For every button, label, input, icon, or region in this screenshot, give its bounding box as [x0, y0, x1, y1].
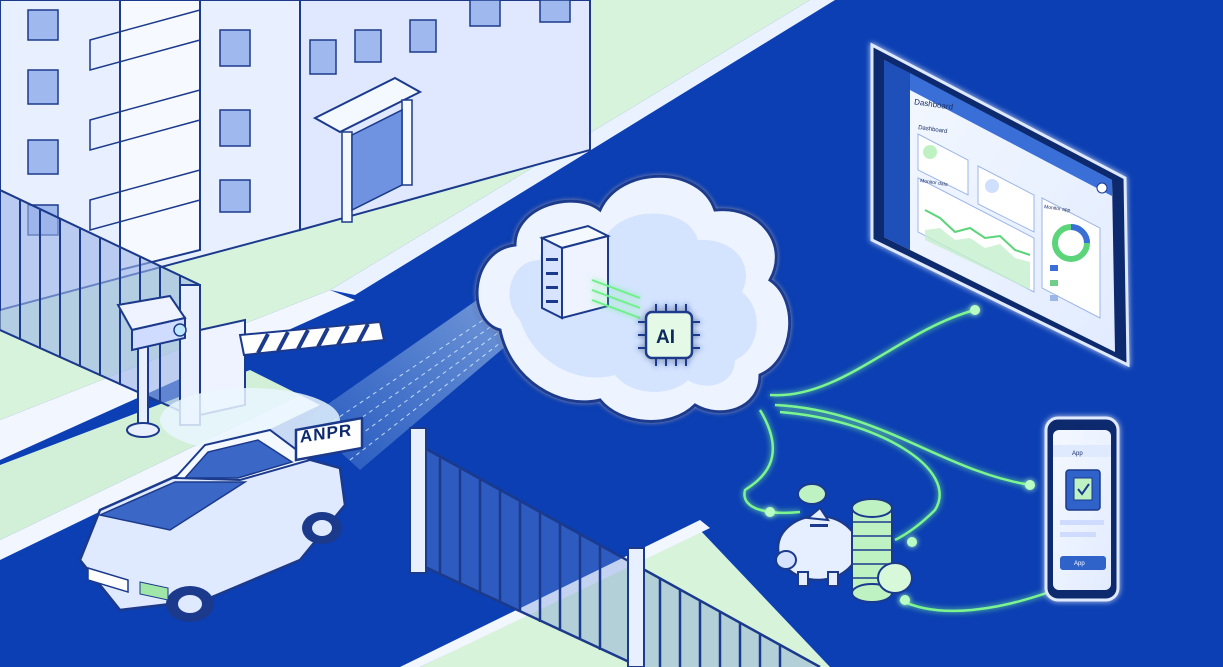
phone-app-button-label: App — [1074, 561, 1085, 567]
anpr-sign — [294, 416, 364, 462]
coin-stack-icon — [797, 483, 913, 603]
app-button — [1060, 556, 1106, 570]
grass-area-bottom — [420, 530, 830, 667]
phone-app-title: App — [1072, 451, 1083, 457]
car — [78, 428, 347, 622]
perimeter-fence-front — [409, 427, 821, 667]
ai-chip-label: AI — [656, 327, 675, 348]
anpr-camera — [116, 294, 187, 438]
server-rack — [539, 224, 611, 320]
ai-chip-icon — [638, 304, 700, 366]
